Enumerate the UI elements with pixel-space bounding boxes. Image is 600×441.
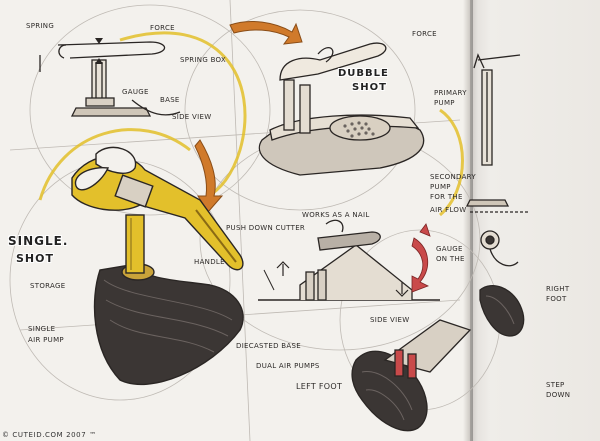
single-pump-topleft [39, 41, 181, 117]
label-secondary-pump: SECONDARY PUMP FOR THE [430, 173, 476, 201]
label-push-down-cutter: PUSH DOWN CUTTER [226, 224, 306, 232]
title-shot-left: SHOT [16, 252, 54, 265]
copyright-footer: © CUTEID.COM 2007 ™ [2, 431, 97, 439]
label-spring: SPRING [26, 22, 55, 30]
single-shot-pump [71, 146, 244, 386]
label-primary-pump: PRIMARY PUMP [434, 89, 467, 107]
label-works-as-nail: WORKS AS A NAIL [302, 211, 370, 219]
label-side-view-top: SIDE VIEW [172, 113, 212, 121]
label-force-right: FORCE [412, 30, 437, 38]
arrow-up-icon [95, 58, 103, 64]
label-spring-box: SPRING BOX [180, 56, 227, 64]
label-gauge: GAUGE [122, 88, 149, 96]
red-arrow-icon [411, 237, 429, 293]
title-shot-right: SHOT [352, 82, 387, 93]
push-down-cutter [258, 219, 440, 301]
label-diecasted-base: DIECASTED BASE [236, 342, 301, 350]
label-right-foot: RIGHT FOOT [546, 285, 570, 303]
label-side-view-bottom: SIDE VIEW [370, 316, 410, 324]
red-arrow-icon [419, 223, 431, 237]
label-force-top: FORCE [150, 24, 175, 32]
label-handle: HANDLE [194, 258, 225, 266]
label-storage: STORAGE [30, 282, 66, 290]
label-air-flow: AIR FLOW [430, 206, 467, 214]
title-dubble: DUBBLE [338, 68, 389, 79]
label-gauge-on-the: GAUGE ON THE [436, 245, 465, 263]
foot-pedals [351, 285, 525, 432]
label-single-air-pump: SINGLE AIR PUMP [28, 325, 64, 344]
dubble-shot-pump [258, 42, 425, 176]
label-left-foot: LEFT FOOT [296, 382, 343, 391]
yellow-marker-swoosh [38, 128, 191, 201]
primary-pump-right [465, 53, 530, 267]
construction-circle [29, 4, 271, 216]
label-dual-air-pumps: DUAL AIR PUMPS [256, 362, 320, 370]
orange-arrow-icon [229, 20, 303, 45]
label-base: BASE [160, 96, 180, 104]
book-spine-shadow [463, 0, 473, 441]
arrow-down-icon [395, 282, 409, 297]
arrow-down-icon [95, 38, 103, 44]
arrow-up-icon [276, 261, 290, 276]
label-step-down: STEP DOWN [546, 381, 571, 399]
yellow-marker-swoosh [439, 108, 464, 217]
construction-circle [184, 9, 416, 211]
title-single: SINGLE. [8, 234, 69, 248]
